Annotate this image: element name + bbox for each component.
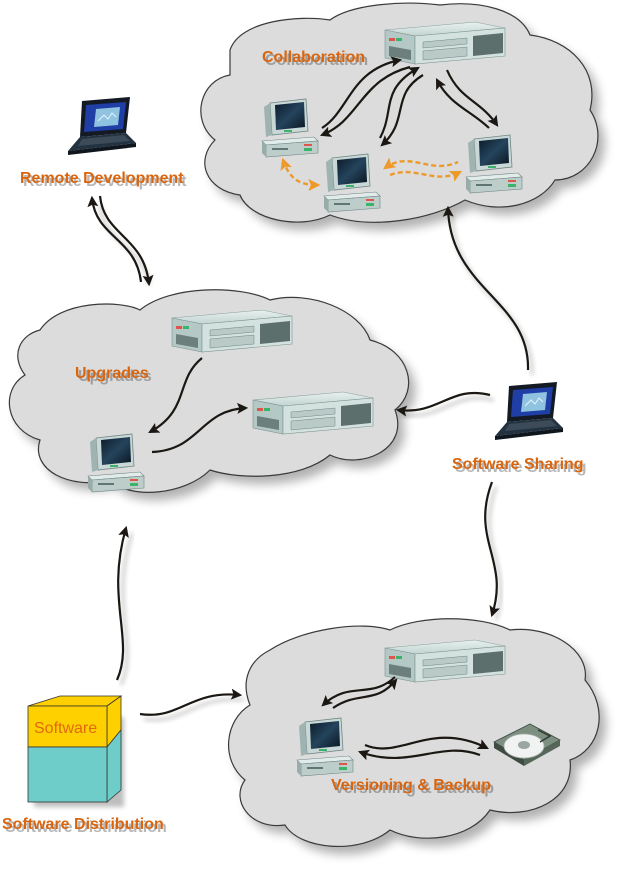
connection-software-sharing-versioning: [484, 481, 503, 621]
node-remote-development: Remote Development Remote Development: [20, 96, 187, 190]
connection-remote-development-upgrades: [87, 195, 154, 287]
node-software-distribution: Software Software Distribution Software …: [2, 695, 167, 836]
server-icon: [252, 391, 374, 435]
connection-software-distribution-versioning: [139, 688, 245, 722]
connection-software-sharing-collaboration: [442, 205, 534, 376]
server-icon: [171, 309, 293, 353]
collaboration-arrows: [280, 56, 499, 191]
software-box-icon: Software: [27, 695, 124, 807]
upgrades-arrows: [148, 357, 249, 454]
server-icon: [384, 639, 506, 683]
label-shadow: Software Distribution: [5, 819, 167, 836]
node-software-sharing: Software Sharing Software Sharing: [452, 381, 587, 476]
connection-software-distribution-upgrades: [115, 525, 134, 686]
laptop-icon: [67, 96, 137, 156]
versioning-arrows: [321, 676, 489, 761]
server-icon: [384, 21, 506, 65]
label-shadow: Upgrades: [78, 368, 152, 385]
software-box-label: Software: [34, 720, 97, 737]
node-label-software-sharing: Software Sharing: [452, 456, 584, 473]
label-shadow: Collaboration: [265, 52, 368, 69]
connection-software-sharing-upgrades: [395, 391, 495, 418]
node-label-software-distribution: Software Distribution: [2, 816, 164, 833]
cloud-label-collaboration: Collaboration: [262, 49, 365, 66]
laptop-icon: [494, 381, 564, 441]
cloud-label-versioning-backup: Versioning & Backup: [331, 777, 491, 794]
node-label-remote-development: Remote Development: [20, 170, 184, 187]
label-shadow: Software Sharing: [455, 459, 587, 476]
cloud-label-upgrades: Upgrades: [75, 365, 149, 382]
label-shadow: Remote Development: [23, 173, 187, 190]
label-shadow: Versioning & Backup: [334, 780, 494, 797]
